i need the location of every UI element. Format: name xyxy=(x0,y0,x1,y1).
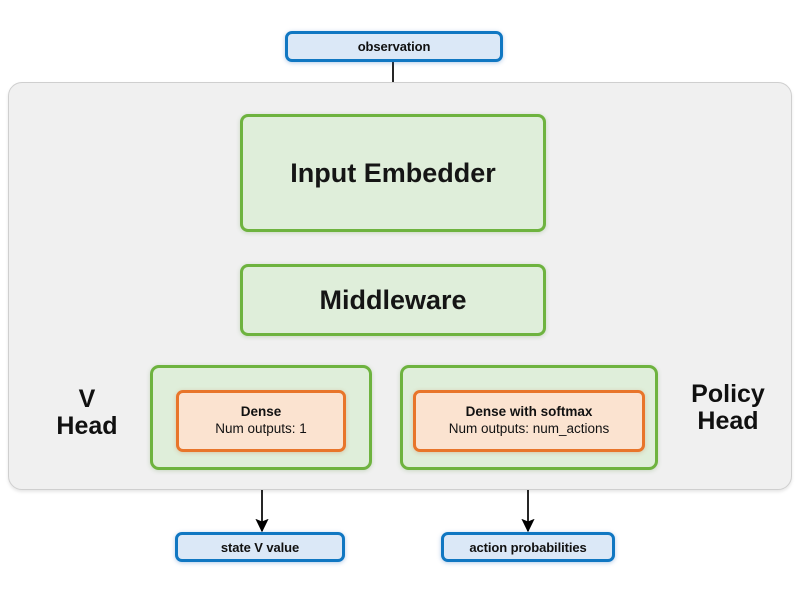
policy-head-caption: Policy Head xyxy=(691,380,765,435)
v-head-dense-title: Dense xyxy=(240,404,282,420)
policy-head-dense-box[interactable]: Dense with softmax Num outputs: num_acti… xyxy=(413,390,645,452)
middleware-box[interactable]: Middleware xyxy=(240,264,546,336)
v-head-caption: V Head xyxy=(56,385,118,440)
action-probabilities-box[interactable]: action probabilities xyxy=(441,532,615,562)
observation-box[interactable]: observation xyxy=(285,31,503,62)
v-head-dense-subtitle: Num outputs: 1 xyxy=(215,421,307,436)
v-head-dense-box[interactable]: Dense Num outputs: 1 xyxy=(176,390,346,452)
action-probabilities-label: action probabilities xyxy=(469,539,587,555)
input-embedder-box[interactable]: Input Embedder xyxy=(240,114,546,232)
input-embedder-label: Input Embedder xyxy=(290,157,496,188)
observation-label: observation xyxy=(357,39,431,54)
policy-head-dense-title: Dense with softmax xyxy=(465,404,593,420)
state-v-value-label: state V value xyxy=(220,539,300,555)
policy-head-dense-subtitle: Num outputs: num_actions xyxy=(448,421,610,436)
state-v-value-box[interactable]: state V value xyxy=(175,532,345,562)
middleware-label: Middleware xyxy=(319,284,467,315)
